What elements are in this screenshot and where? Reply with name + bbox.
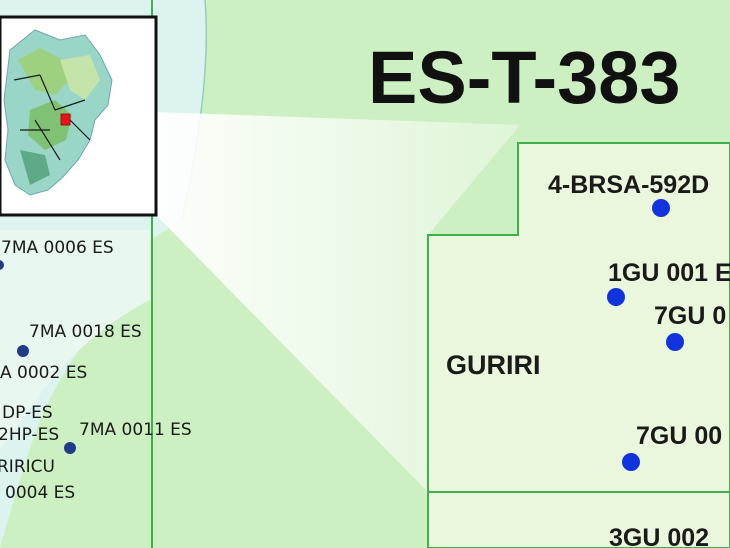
well-marker-icon[interactable] xyxy=(64,442,76,454)
field-name: GURIRI xyxy=(446,350,541,380)
well-label-2hp-es: 2HP-ES xyxy=(0,425,59,445)
zoom-beam xyxy=(156,112,520,492)
well-label-7ma-0011: 7MA 0011 ES xyxy=(79,420,192,440)
block-well-group: 4-BRSA-592D 1GU 001 E 7GU 0 7GU 00 3GU 0… xyxy=(548,171,730,548)
offshore-inner xyxy=(0,230,150,450)
locator-inset xyxy=(0,15,158,217)
well-marker-icon[interactable] xyxy=(666,333,684,351)
block-outline xyxy=(427,142,730,548)
locator-highlight xyxy=(60,113,71,126)
well-label-7gu-00: 7GU 00 xyxy=(636,422,722,450)
well-label-dp-es: DP-ES xyxy=(2,403,53,423)
well-label-7gu-0: 7GU 0 xyxy=(654,302,726,330)
well-label-riricu: RIRICU xyxy=(0,457,55,477)
block-title: ES-T-383 xyxy=(368,36,681,119)
well-marker-icon[interactable] xyxy=(607,288,625,306)
well-label-3gu-002: 3GU 002 xyxy=(609,524,709,548)
well-marker-icon[interactable] xyxy=(652,199,670,217)
well-marker-icon[interactable] xyxy=(17,345,29,357)
well-marker-icon[interactable] xyxy=(0,260,4,270)
well-label-7ma-0018: 7MA 0018 ES xyxy=(29,322,142,342)
well-label-1gu-001: 1GU 001 E xyxy=(608,259,730,287)
well-label-a-0002: A 0002 ES xyxy=(0,363,87,383)
left-well-group: 7MA 0006 ES 7MA 0018 ES A 0002 ES DP-ES … xyxy=(0,238,192,503)
well-marker-icon[interactable] xyxy=(622,453,640,471)
well-label-0004: 0004 ES xyxy=(5,483,75,503)
well-label-7ma-0006: 7MA 0006 ES xyxy=(1,238,114,258)
well-label-4-brsa-592d: 4-BRSA-592D xyxy=(548,171,709,199)
